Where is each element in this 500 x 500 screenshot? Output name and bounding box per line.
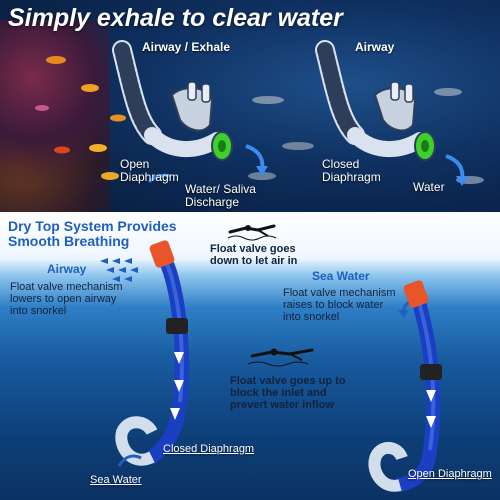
float-down-label: Float valve goes down to let air in [210, 243, 298, 267]
fish-icon [81, 84, 99, 92]
swimmer-icon [227, 224, 277, 241]
fish-icon [282, 142, 314, 150]
left-mechanism-label: Float valve mechanism lowers to open air… [10, 281, 123, 317]
water-flow-arrow-icon [445, 154, 468, 186]
snorkel-mouthpiece-closed-icon [315, 40, 436, 161]
float-up-label: Float valve goes up to block the inlet a… [230, 375, 346, 411]
clip-icon [166, 318, 188, 334]
right-airway-label: Airway [355, 40, 395, 54]
swimmer-icon [247, 348, 314, 367]
fish-icon [434, 88, 462, 96]
open-diaphragm-label: Open Diaphragm [120, 157, 179, 184]
fish-icon [89, 144, 107, 152]
sea-water-right-label: Sea Water [312, 269, 370, 283]
fish-icon [46, 56, 66, 64]
water-saliva-discharge-label: Water/ Saliva Discharge [185, 182, 256, 209]
float-valve-icon [403, 280, 429, 308]
fish-icon [110, 114, 126, 122]
closed-diaphragm-bottom-label: Closed Diaphragm [163, 443, 255, 455]
coral-reef [0, 20, 110, 212]
dry-top-headline: Dry Top System Provides Smooth Breathing [8, 218, 177, 249]
fish-icon [54, 146, 70, 154]
snorkel-mouthpiece-open-icon [112, 40, 233, 161]
left-airway-exhale-label: Airway / Exhale [142, 40, 231, 54]
fish-icon [252, 96, 284, 104]
closed-diaphragm-label: Closed Diaphragm [322, 157, 381, 184]
open-diaphragm-bottom-label: Open Diaphragm [408, 468, 492, 480]
page-headline: Simply exhale to clear water [8, 4, 343, 32]
float-valve-icon [149, 240, 175, 268]
bottom-panel: Dry Top System Provides Smooth Breathing… [0, 212, 500, 500]
right-mechanism-label: Float valve mechanism raises to block wa… [283, 287, 396, 323]
sea-water-arrow-icon [117, 454, 142, 467]
fish-icon [35, 105, 49, 111]
airway-label: Airway [47, 262, 87, 276]
air-arrows-icon [100, 258, 138, 282]
water-flow-arrow-icon [245, 144, 268, 176]
exhale-flow-arrow-icon [147, 173, 172, 184]
snorkel-right-icon [368, 280, 442, 492]
top-panel: Simply exhale to clear water Airway / Ex… [0, 0, 500, 212]
sea-water-left-label: Sea Water [90, 474, 142, 486]
snorkel-left-icon [115, 240, 189, 466]
water-label: Water [413, 180, 445, 194]
clip-icon [420, 364, 442, 380]
fish-icon [101, 172, 119, 180]
